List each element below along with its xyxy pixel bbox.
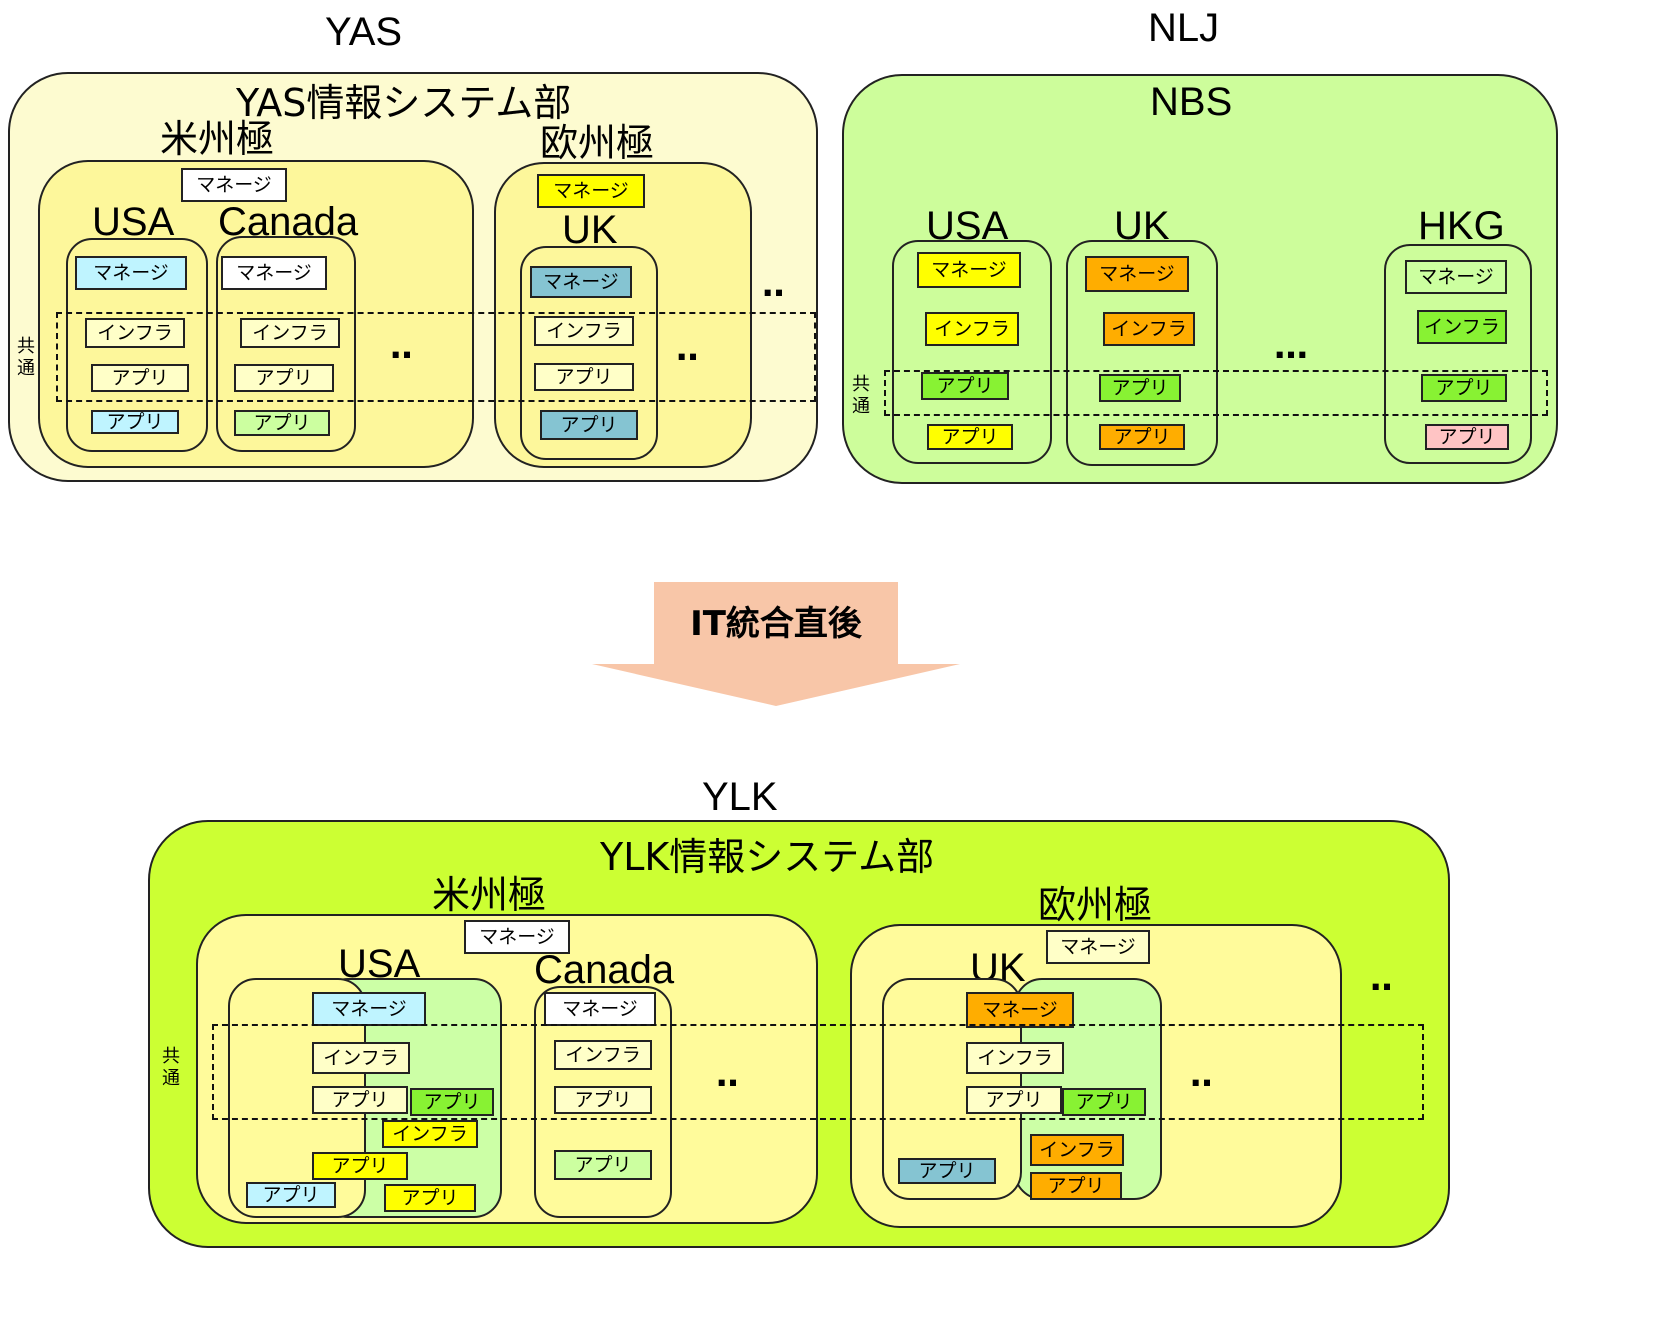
ylk-canada-infra: インフラ — [554, 1040, 652, 1070]
ylk-usa-app: アプリ — [312, 1086, 408, 1114]
nbs-hkg-manager: マネージ — [1405, 260, 1507, 294]
nbs-usa-manager: マネージ — [917, 252, 1021, 288]
yas-common-label: 共通 — [17, 336, 35, 379]
ylk-americas-more: ‥ — [716, 1055, 745, 1095]
ylk-usa-manager: マネージ — [312, 992, 426, 1026]
ylk-uk-infra: インフラ — [966, 1042, 1064, 1074]
yas-usa-manager: マネージ — [75, 256, 187, 290]
yas-canada-app1: アプリ — [234, 364, 334, 392]
ylk-europe-title: 欧州極 — [1038, 883, 1153, 927]
nlj-company-label: NLJ — [1148, 6, 1220, 50]
yas-usa-infra: インフラ — [85, 318, 185, 348]
nbs-usa-app2: アプリ — [927, 424, 1013, 450]
nbs-uk-name: UK — [1114, 204, 1170, 248]
yas-canada-infra: インフラ — [240, 318, 340, 348]
yas-americas-title: 米州極 — [160, 117, 275, 161]
nbs-hkg-app1: アプリ — [1421, 374, 1507, 402]
yas-europe-title: 欧州極 — [540, 121, 655, 165]
ylk-company-label: YLK — [702, 775, 778, 819]
ylk-usa-app-nlj: アプリ — [384, 1184, 476, 1212]
nbs-dept-title: NBS — [1150, 80, 1233, 124]
ylk-usa-infra-nlj: インフラ — [382, 1120, 478, 1148]
arrow-label: IT統合直後 — [690, 600, 862, 680]
yas-uk-app2: アプリ — [540, 410, 638, 440]
nbs-uk-infra: インフラ — [1103, 312, 1195, 346]
yas-canada-manager: マネージ — [221, 256, 327, 290]
yas-canada-name: Canada — [218, 200, 359, 244]
down-arrow — [592, 582, 960, 706]
yas-uk-manager: マネージ — [530, 266, 632, 298]
yas-uk-infra: インフラ — [534, 316, 634, 346]
ylk-uk-app: アプリ — [966, 1086, 1062, 1114]
yas-company-label: YAS — [325, 10, 403, 54]
ylk-uk-app-green: アプリ — [1062, 1088, 1146, 1116]
ylk-dept-title: YLK情報システム部 — [600, 835, 935, 879]
ylk-uk-app-nlj: アプリ — [1030, 1172, 1122, 1200]
yas-uk-app1: アプリ — [534, 363, 634, 391]
arrow-label-text: IT統合直後 — [690, 604, 862, 644]
ylk-common-band — [212, 1024, 1424, 1120]
yas-uk-name: UK — [562, 208, 618, 252]
ylk-usa-app-cyan: アプリ — [246, 1182, 336, 1208]
nbs-usa-app1: アプリ — [921, 372, 1009, 400]
ylk-canada-app2: アプリ — [554, 1150, 652, 1180]
nbs-more: … — [1274, 327, 1314, 367]
yas-americas-manager: マネージ — [181, 168, 287, 202]
nbs-hkg-infra: インフラ — [1417, 310, 1507, 344]
yas-europe-more: ‥ — [676, 329, 705, 369]
nbs-uk-app2: アプリ — [1099, 424, 1185, 450]
yas-canada-app2: アプリ — [234, 410, 330, 436]
yas-americas-more: ‥ — [390, 327, 419, 367]
ylk-americas-title: 米州極 — [432, 873, 547, 917]
ylk-uk-manager: マネージ — [966, 992, 1074, 1028]
yas-europe-manager: マネージ — [537, 174, 645, 208]
ylk-usa-app-green: アプリ — [410, 1088, 494, 1116]
ylk-usa-infra: インフラ — [312, 1042, 410, 1074]
nbs-uk-app1: アプリ — [1099, 374, 1181, 402]
nbs-common-label: 共通 — [852, 374, 870, 417]
yas-common-band — [56, 312, 816, 402]
ylk-canada-app1: アプリ — [554, 1086, 652, 1114]
nbs-hkg-app2: アプリ — [1425, 424, 1509, 450]
ylk-europe-manager: マネージ — [1046, 930, 1150, 964]
ylk-europe-more: ‥ — [1190, 1055, 1219, 1095]
nbs-usa-infra: インフラ — [925, 312, 1019, 346]
ylk-canada-name: Canada — [534, 948, 675, 992]
nbs-hkg-name: HKG — [1418, 204, 1505, 248]
yas-dept-title: YAS情報システム部 — [236, 81, 572, 125]
nbs-uk-manager: マネージ — [1085, 256, 1189, 292]
nbs-common-band — [884, 370, 1548, 416]
ylk-more: ‥ — [1370, 959, 1399, 999]
yas-usa-app1: アプリ — [91, 364, 189, 392]
nbs-usa-name: USA — [926, 204, 1009, 248]
ylk-uk-infra-nlj: インフラ — [1030, 1134, 1124, 1166]
ylk-usa-app-yellow: アプリ — [312, 1152, 408, 1180]
ylk-common-label: 共通 — [162, 1046, 180, 1089]
ylk-canada-manager: マネージ — [544, 992, 656, 1026]
ylk-uk-app-teal: アプリ — [898, 1158, 996, 1184]
yas-usa-name: USA — [92, 200, 175, 244]
ylk-americas-manager: マネージ — [464, 920, 570, 954]
yas-usa-app2: アプリ — [91, 410, 179, 434]
ylk-usa-name: USA — [338, 942, 421, 986]
yas-more: ‥ — [762, 265, 791, 305]
